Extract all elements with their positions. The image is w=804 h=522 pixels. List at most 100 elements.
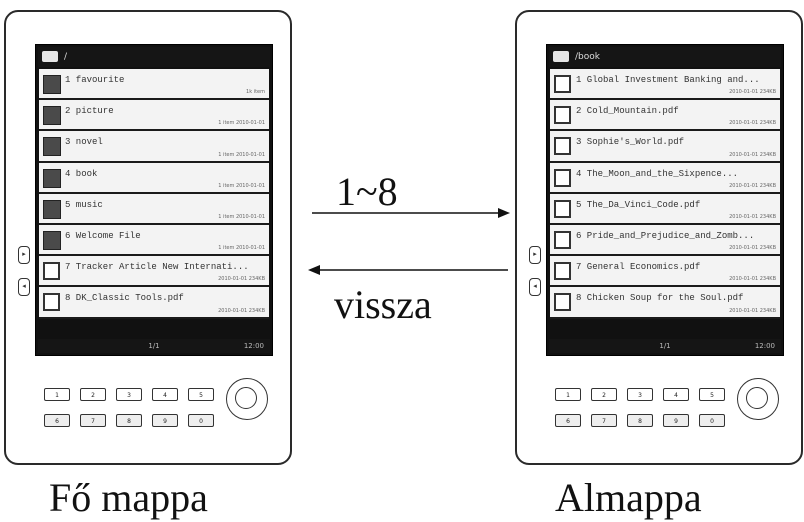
key-button[interactable]: 5 <box>699 388 725 401</box>
file-list: 1 Global Investment Banking and...2010-0… <box>550 69 780 319</box>
list-item-meta: 2010-01-01 234KB <box>729 151 776 158</box>
status-clock: 12:00 <box>754 342 775 350</box>
list-item-meta: 2010-01-01 234KB <box>218 307 265 314</box>
document-icon <box>554 293 571 312</box>
key-button[interactable]: 3 <box>627 388 653 401</box>
back-arrow <box>308 265 508 275</box>
list-item-meta: 2010-01-01 234KB <box>729 276 776 283</box>
key-button[interactable]: 8 <box>116 414 142 427</box>
current-path: /book <box>575 52 600 62</box>
list-item-meta: 2010-01-01 234KB <box>729 213 776 220</box>
key-button[interactable]: 1 <box>555 388 581 401</box>
key-button[interactable]: 2 <box>591 388 617 401</box>
list-item-meta: 2010-01-01 234KB <box>729 89 776 96</box>
folder-icon <box>43 168 61 188</box>
document-icon <box>554 106 571 125</box>
list-item-meta: 1 item 2010-01-01 <box>218 182 265 189</box>
ereader-screen: /book 1 Global Investment Banking and...… <box>546 44 784 356</box>
ereader-device-subfolder: ▸ ◂ /book 1 Global Investment Banking an… <box>515 10 803 465</box>
status-bar: 1/1 12:00 <box>549 339 781 353</box>
list-item-meta: 1 item 2010-01-01 <box>218 120 265 127</box>
folder-icon <box>43 137 61 157</box>
key-button[interactable]: 0 <box>188 414 214 427</box>
list-item-meta: 2010-01-01 234KB <box>729 120 776 127</box>
folder-icon <box>553 51 569 62</box>
subfolder-caption: Almappa <box>555 475 702 520</box>
key-button[interactable]: 4 <box>152 388 178 401</box>
list-item[interactable]: 4 The_Moon_and_the_Sixpence...2010-01-01… <box>550 162 780 194</box>
key-button[interactable]: 6 <box>555 414 581 427</box>
document-icon <box>554 168 571 187</box>
folder-icon <box>43 106 61 126</box>
list-item-meta: 2010-01-01 234KB <box>218 276 265 283</box>
key-button[interactable]: 3 <box>116 388 142 401</box>
key-button[interactable]: 0 <box>699 414 725 427</box>
screen-titlebar: / <box>38 47 270 67</box>
key-button[interactable]: 1 <box>44 388 70 401</box>
page-up-button[interactable]: ▸ <box>529 246 541 264</box>
dial-center-button[interactable] <box>746 387 768 409</box>
key-button[interactable]: 8 <box>627 414 653 427</box>
main-folder-caption: Fő mappa <box>49 475 208 520</box>
list-item-meta: 2010-01-01 234KB <box>729 245 776 252</box>
list-item-meta: 2010-01-01 234KB <box>729 307 776 314</box>
forward-arrow <box>312 208 510 218</box>
folder-icon <box>43 199 61 219</box>
dial-center-button[interactable] <box>235 387 257 409</box>
key-button[interactable]: 4 <box>663 388 689 401</box>
status-clock: 12:00 <box>243 342 264 350</box>
document-icon <box>554 230 571 249</box>
key-button[interactable]: 9 <box>663 414 689 427</box>
navigation-dial[interactable] <box>737 378 779 420</box>
key-button[interactable]: 7 <box>80 414 106 427</box>
page-up-button[interactable]: ▸ <box>18 246 30 264</box>
document-icon <box>43 293 60 312</box>
list-item[interactable]: 7 Tracker Article New Internati...2010-0… <box>39 256 269 288</box>
list-item-meta: 1 item 2010-01-01 <box>218 213 265 220</box>
key-button[interactable]: 2 <box>80 388 106 401</box>
screen-titlebar: /book <box>549 47 781 67</box>
document-icon <box>43 262 60 281</box>
document-icon <box>554 75 571 93</box>
key-button[interactable]: 5 <box>188 388 214 401</box>
document-icon <box>554 199 571 218</box>
page-indicator: 1/1 <box>659 342 671 350</box>
list-item[interactable]: 6 Pride_and_Prejudice_and_Zomb...2010-01… <box>550 224 780 257</box>
list-item-meta: 1 item 2010-01-01 <box>218 151 265 158</box>
page-down-button[interactable]: ◂ <box>18 278 30 296</box>
document-icon <box>554 262 571 281</box>
folder-icon <box>42 51 58 62</box>
forward-arrow-label: 1~8 <box>336 169 398 214</box>
back-arrow-label: vissza <box>334 282 432 327</box>
list-item[interactable]: 1 Global Investment Banking and...2010-0… <box>550 69 780 101</box>
page-down-button[interactable]: ◂ <box>529 278 541 296</box>
page-indicator: 1/1 <box>148 342 160 350</box>
folder-icon <box>43 230 61 250</box>
list-item-meta: 2010-01-01 234KB <box>729 182 776 189</box>
key-button[interactable]: 9 <box>152 414 178 427</box>
navigation-dial[interactable] <box>226 378 268 420</box>
key-button[interactable]: 7 <box>591 414 617 427</box>
document-icon <box>554 137 571 156</box>
list-item-meta: 1 item 2010-01-01 <box>218 245 265 252</box>
current-path: / <box>64 52 68 62</box>
key-button[interactable]: 6 <box>44 414 70 427</box>
